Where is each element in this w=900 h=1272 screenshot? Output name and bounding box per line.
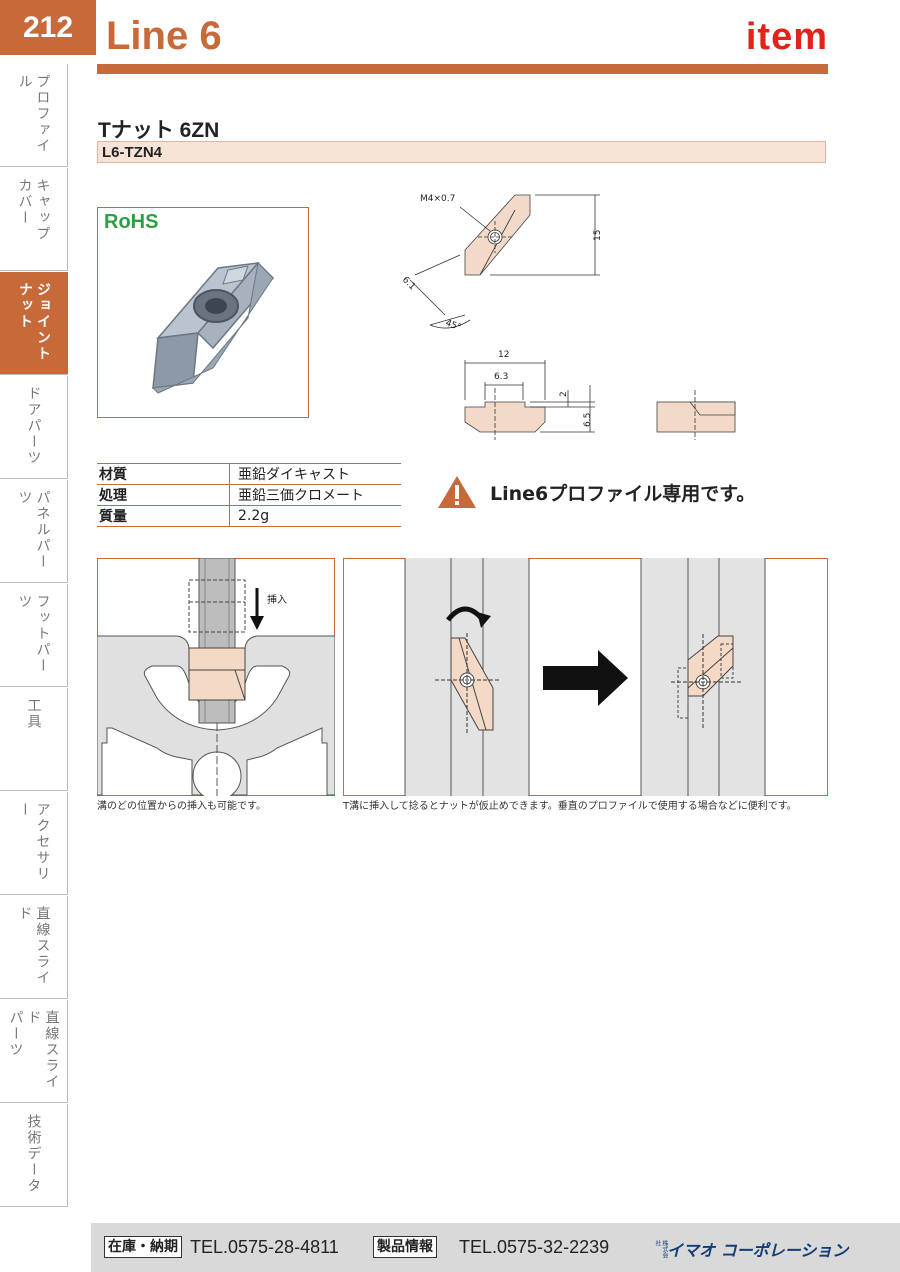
side-tab-tools[interactable]: 工具 [0,688,68,791]
technical-drawing: M4×0.7 15 6.1 45° 12 6.3 2 6.5 [400,194,736,440]
side-tab-label: 技術データ [25,1114,42,1194]
product-code: L6-TZN4 [97,141,826,163]
rohs-mark: RoHS [104,211,159,233]
side-tab-foot-parts[interactable]: フットパーツ [0,584,68,687]
dim-width: 12 [498,350,509,360]
product-photo [97,207,309,418]
insertion-diagram: 挿入 [97,558,335,796]
spec-key: 処理 [97,484,230,506]
side-tab-label: プロファイル [16,74,51,154]
side-tab-linear-slide-parts[interactable]: 直線スライド パーツ [0,1000,68,1103]
page-number: 212 [0,0,96,55]
dim-thread: M4×0.7 [420,194,455,204]
side-tab-label: 直線スライド [16,906,51,986]
side-tab-label: キャップ カバー [16,178,51,242]
caption-insertion: 溝のどの位置からの挿入も可能です。 [97,801,266,812]
side-tab-linear-slide[interactable]: 直線スライド [0,896,68,999]
side-tab-cap-cover[interactable]: キャップ カバー [0,168,68,271]
side-tab-joint-nut[interactable]: ジョイント ナット [0,272,68,375]
spec-value: 亜鉛ダイキャスト [229,463,401,485]
company-logo: イマオ コーポレーション [667,1241,849,1260]
side-tab-panel-parts[interactable]: パネルパーツ [0,480,68,583]
header-rule [97,64,828,74]
spec-row: 材質亜鉛ダイキャスト [97,463,401,485]
spec-value: 2.2g [229,505,401,527]
t-nut-photo [151,261,275,394]
dim-width-diag: 6.1 [400,275,417,292]
info-tel[interactable]: TEL.0575-32-2239 [459,1237,610,1257]
spec-key: 質量 [97,505,230,527]
side-tab-label: ジョイント ナット [17,282,51,362]
brand-logo: item [745,16,828,58]
spec-value: 亜鉛三価クロメート [229,484,401,506]
dim-angle: 45° [444,318,462,333]
dim-inner-width: 6.3 [494,372,508,382]
side-tab-accessories[interactable]: アクセサリー [0,792,68,895]
side-tab-label: ドアパーツ [25,386,42,466]
spec-row: 処理亜鉛三価クロメート [97,484,401,506]
rotation-diagram [343,558,828,796]
side-tab-profile[interactable]: プロファイル [0,64,68,167]
footer [91,1223,900,1272]
stock-label: 在庫・納期 [104,1236,182,1258]
info-label: 製品情報 [373,1236,437,1258]
side-tab-label: パネルパーツ [16,490,51,570]
caption-rotation: T溝に挿入して捻るとナットが仮止めできます。垂直のプロファイルで使用する場合など… [343,801,797,812]
dim-thickness: 6.5 [583,413,593,427]
stock-tel[interactable]: TEL.0575-28-4811 [190,1237,339,1257]
dim-height: 15 [593,230,603,241]
insert-label: 挿入 [267,593,287,606]
side-tab-label: 工具 [25,698,42,730]
warning-notice: Line6プロファイル専用です。 [436,474,755,510]
company-prefix: 株式会社 [654,1240,668,1258]
side-tab-door-parts[interactable]: ドアパーツ [0,376,68,479]
warning-triangle-icon [438,476,476,508]
side-tab-label: アクセサリー [16,802,51,882]
side-tab-label: 直線スライド パーツ [7,1010,60,1090]
spec-key: 材質 [97,463,230,485]
side-tab-technical-data[interactable]: 技術データ [0,1104,68,1207]
dim-step: 2 [559,391,569,397]
warning-text: Line6プロファイル専用です。 [490,482,756,505]
series-title: Line 6 [106,14,222,58]
side-tab-label: フットパーツ [16,594,51,674]
product-title: Tナット 6ZN [98,119,220,142]
